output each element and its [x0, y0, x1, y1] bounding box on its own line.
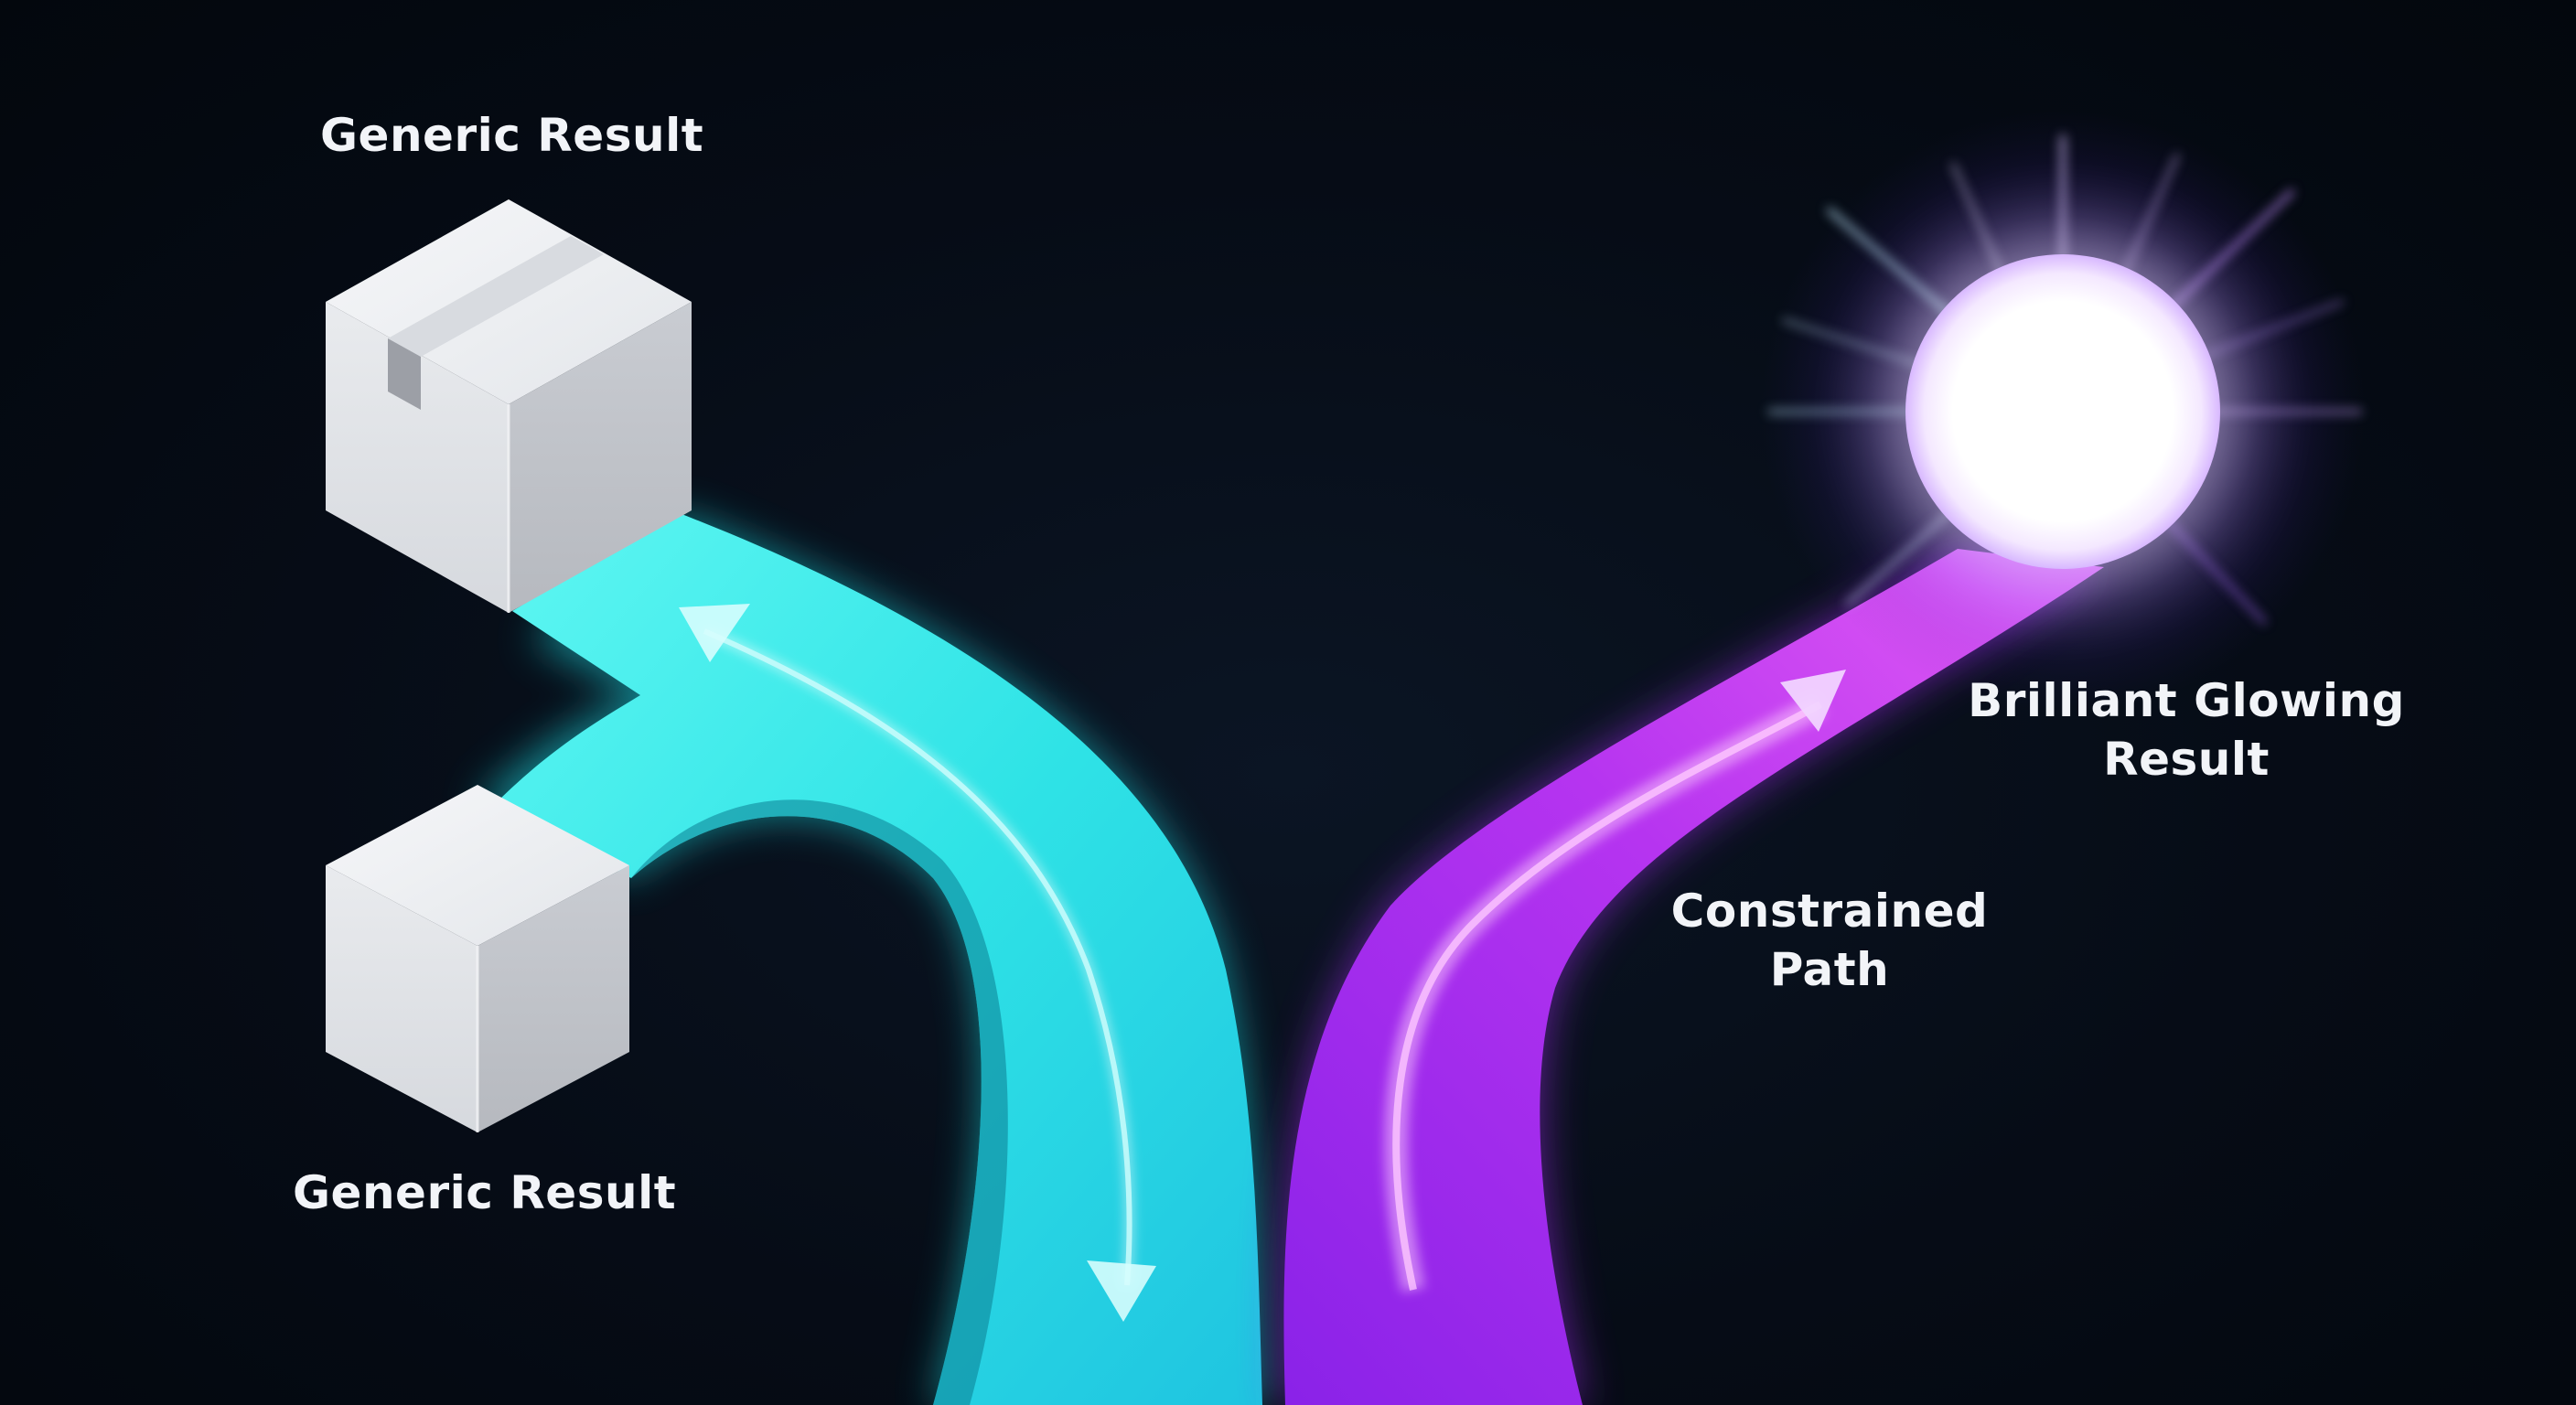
top-box-tape-front: [388, 338, 421, 410]
generic-path: [476, 512, 1262, 1405]
top-generic-result-text: Generic Result: [320, 109, 704, 162]
purple-path-highlight-core: [1392, 701, 1822, 1291]
cyan-path-body: [494, 512, 1262, 1405]
top-box-tape-top: [388, 236, 604, 357]
top-box-left-face: [326, 302, 509, 613]
purple-path-body: [1283, 549, 2104, 1405]
brilliant-result-line2: Result: [2103, 733, 2270, 786]
bottom-box-right-face: [478, 865, 629, 1132]
top-generic-result-label: Generic Result: [320, 106, 704, 165]
brilliant-result-line1: Brilliant Glowing: [1968, 674, 2405, 727]
constrained-path-line1: Constrained: [1670, 885, 1989, 938]
purple-arrow-head: [1780, 670, 1846, 732]
top-box-right-face: [509, 302, 692, 613]
bottom-generic-result-label: Generic Result: [293, 1164, 677, 1222]
cyan-arrow-head-down: [1087, 1260, 1156, 1322]
constrained-path-label: Constrained Path: [1647, 882, 2012, 999]
brilliant-result-label: Brilliant Glowing Result: [1958, 671, 2415, 788]
cube-icon: [326, 785, 629, 1132]
constrained-path-line2: Path: [1769, 943, 1890, 996]
constrained-path: [1283, 549, 2104, 1405]
cyan-path-shadow: [631, 799, 1008, 1405]
bottom-generic-result-text: Generic Result: [293, 1166, 677, 1219]
cyan-arrow-line-core: [703, 628, 1132, 1286]
cyan-arrow-head-up: [679, 604, 750, 662]
orb-core: [1905, 254, 2220, 569]
bottom-box-left-face: [326, 865, 478, 1132]
glowing-orb-icon: [1761, 110, 2365, 713]
cardboard-box-icon: [326, 199, 692, 613]
